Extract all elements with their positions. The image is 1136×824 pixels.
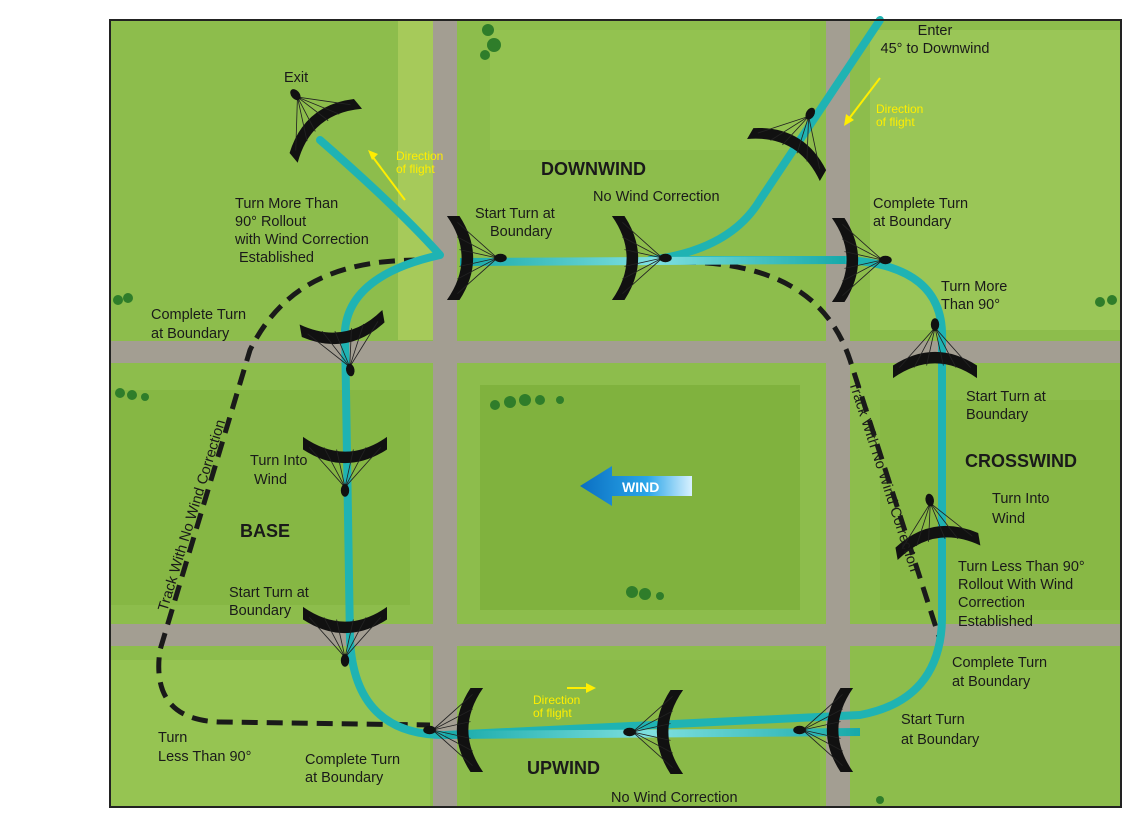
label-start-turn-br-2: at Boundary xyxy=(901,732,980,748)
direction-label-1b: of flight xyxy=(396,162,435,176)
label-complete-turn-left-2: at Boundary xyxy=(151,326,230,342)
direction-label-2b: of flight xyxy=(876,115,915,129)
direction-arrows xyxy=(368,77,881,693)
label-exit: Exit xyxy=(284,70,308,86)
label-start-turn-right-1: Start Turn at xyxy=(966,389,1046,405)
wind-label: WIND xyxy=(622,479,659,495)
label-complete-turn-br-1: Complete Turn xyxy=(952,655,1047,671)
label-turn-more-left-4: Established xyxy=(239,250,314,266)
label-turn-less-right-4: Established xyxy=(958,614,1033,630)
label-no-wind-correction-top: No Wind Correction xyxy=(593,189,720,205)
label-turn-less-right-1: Turn Less Than 90° xyxy=(958,559,1085,575)
label-start-turn-top-1: Start Turn at xyxy=(475,206,555,222)
direction-label-1a: Direction xyxy=(396,149,443,163)
label-turn-less-left-2: Less Than 90° xyxy=(158,749,251,765)
label-turn-less-right-3: Correction xyxy=(958,595,1025,611)
direction-label-3a: Direction xyxy=(533,693,580,707)
label-turn-into-wind-right-1: Turn Into xyxy=(992,491,1050,507)
label-start-turn-left-1: Start Turn at xyxy=(229,585,309,601)
label-start-turn-top-2: Boundary xyxy=(490,224,553,240)
leg-upwind: UPWIND xyxy=(527,758,600,778)
label-complete-turn-bl-1: Complete Turn xyxy=(305,752,400,768)
direction-label-2a: Direction xyxy=(876,102,923,116)
label-complete-turn-left-1: Complete Turn xyxy=(151,307,246,323)
label-complete-turn-bl-2: at Boundary xyxy=(305,770,384,786)
label-start-turn-left-2: Boundary xyxy=(229,603,292,619)
label-complete-turn-tr-2: at Boundary xyxy=(873,214,952,230)
label-turn-more-left-3: with Wind Correction xyxy=(234,232,369,248)
label-enter-2: 45° to Downwind xyxy=(881,41,990,57)
label-complete-turn-br-2: at Boundary xyxy=(952,674,1031,690)
bushes xyxy=(113,24,1117,804)
direction-label-3b: of flight xyxy=(533,706,572,720)
label-turn-into-wind-left-2: Wind xyxy=(254,472,287,488)
flight-path-segment-upwind xyxy=(444,728,861,739)
label-start-turn-br-1: Start Turn xyxy=(901,712,965,728)
leg-base: BASE xyxy=(240,521,290,541)
label-complete-turn-tr-1: Complete Turn xyxy=(873,196,968,212)
label-turn-into-wind-right-2: Wind xyxy=(992,511,1025,527)
label-turn-more-left-2: 90° Rollout xyxy=(235,214,306,230)
label-turn-more-left-1: Turn More Than xyxy=(235,196,338,212)
flight-path-segment-downwind xyxy=(459,256,846,266)
label-turn-less-left-1: Turn xyxy=(158,730,187,746)
label-enter-1: Enter xyxy=(918,23,953,39)
label-turn-less-right-2: Rollout With Wind xyxy=(958,577,1073,593)
label-turn-more-right-2: Than 90° xyxy=(941,297,1000,313)
wind-arrow: WIND xyxy=(580,466,692,506)
leg-crosswind: CROSSWIND xyxy=(965,451,1077,471)
diagram-border xyxy=(109,19,1122,808)
label-no-wind-correction-bottom: No Wind Correction xyxy=(611,790,738,806)
label-turn-more-right-1: Turn More xyxy=(941,279,1007,295)
label-start-turn-right-2: Boundary xyxy=(966,407,1029,423)
leg-downwind: DOWNWIND xyxy=(541,159,646,179)
label-turn-into-wind-left-1: Turn Into xyxy=(250,453,308,469)
